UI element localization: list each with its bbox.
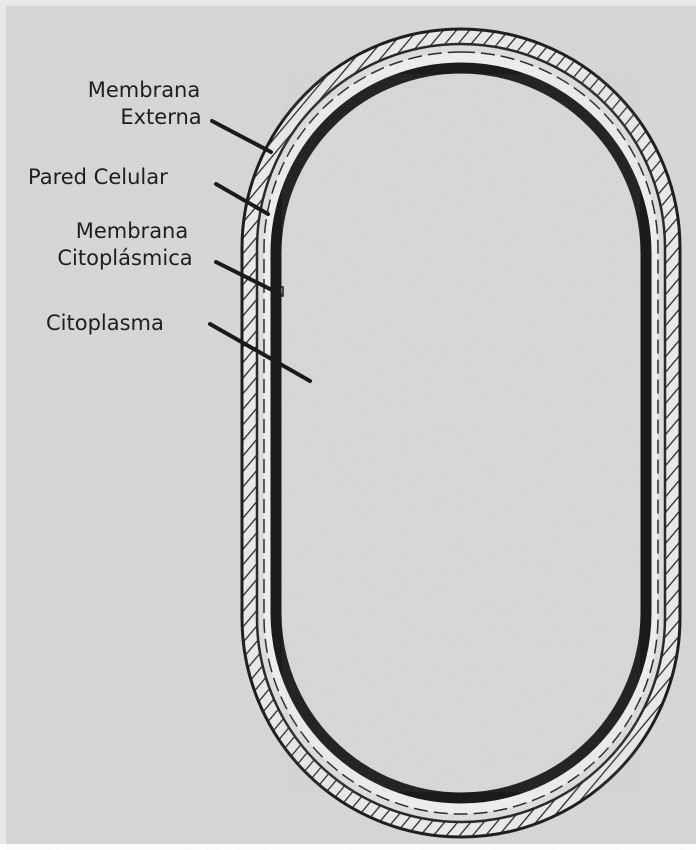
label-cell-wall: Pared Celular bbox=[28, 164, 218, 191]
label-outer-membrane-line1: Membrana bbox=[68, 77, 220, 104]
label-cytoplasm: Citoplasma bbox=[46, 310, 206, 337]
label-outer-membrane-line2: Externa bbox=[68, 104, 220, 131]
cytoplasm bbox=[282, 74, 640, 792]
label-outer-membrane: Membrana Externa bbox=[68, 77, 220, 131]
label-cytoplasmic-membrane-line2: Citoplásmica bbox=[34, 245, 216, 272]
label-cytoplasmic-membrane-line1: Membrana bbox=[34, 218, 216, 245]
label-cytoplasmic-membrane: Membrana Citoplásmica bbox=[34, 218, 216, 272]
bacterial-cell-diagram bbox=[6, 6, 696, 850]
